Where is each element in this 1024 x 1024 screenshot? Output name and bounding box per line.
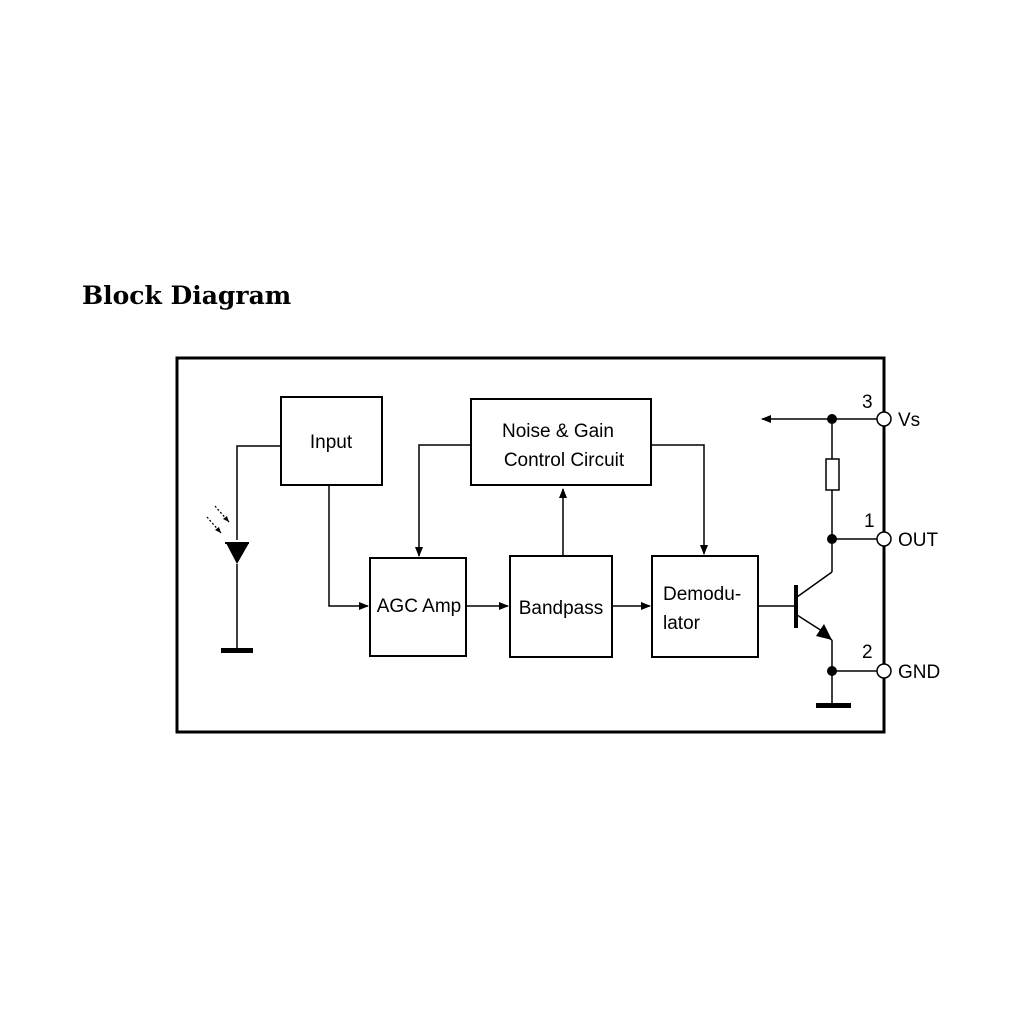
pin-vs-number: 3 xyxy=(862,392,873,413)
pin-out-terminal xyxy=(876,531,892,547)
agc-amp-label: AGC Amp xyxy=(377,596,461,617)
noise-gain-control-block xyxy=(470,398,652,486)
pin-out-label: OUT xyxy=(898,530,939,551)
pin-gnd-terminal xyxy=(876,663,892,679)
vs-junction-dot xyxy=(827,414,837,424)
pullup-resistor xyxy=(825,419,840,539)
noise-gain-label-line2: Control Circuit xyxy=(504,450,625,471)
page-title: Block Diagram xyxy=(82,281,292,310)
control-to-demod-wire xyxy=(651,444,708,555)
gnd-junction-dot xyxy=(827,666,837,676)
pin-vs-label: Vs xyxy=(898,410,920,431)
bandpass-label: Bandpass xyxy=(519,598,604,619)
input-block xyxy=(280,396,383,486)
photodiode xyxy=(221,445,282,653)
pin-out-number: 1 xyxy=(864,511,875,532)
pin-gnd-label: GND xyxy=(898,662,940,683)
output-transistor xyxy=(758,539,851,708)
noise-gain-label-line1: Noise & Gain xyxy=(502,421,614,442)
agc-amp-block xyxy=(369,557,467,657)
light-rays-icon xyxy=(206,505,230,534)
pin-vs-terminal xyxy=(876,411,892,427)
bandpass-block xyxy=(509,555,613,658)
demodulator-block xyxy=(651,555,759,658)
out-junction-dot xyxy=(827,534,837,544)
demodulator-label-line1: Demodu- xyxy=(663,584,741,605)
pin-gnd-number: 2 xyxy=(862,642,873,663)
demodulator-label-line2: lator xyxy=(663,613,701,634)
control-to-agc-wire xyxy=(415,444,471,557)
input-to-agc-wire xyxy=(328,485,369,610)
input-block-label: Input xyxy=(310,432,353,453)
